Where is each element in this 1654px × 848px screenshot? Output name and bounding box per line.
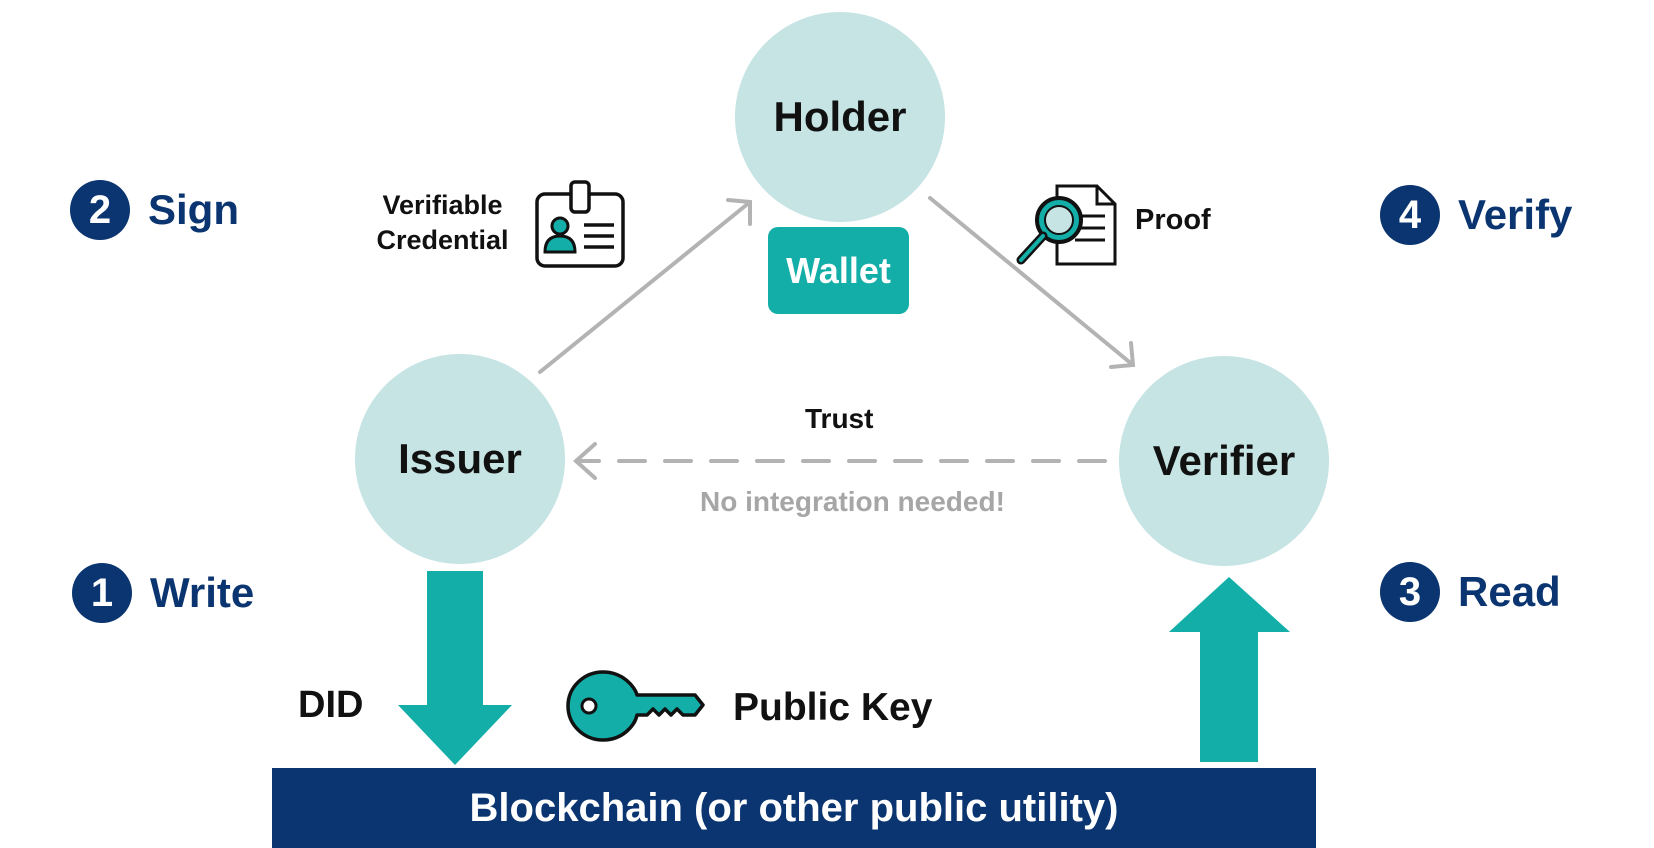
step-label: Write	[150, 569, 255, 616]
wallet-badge: Wallet	[768, 227, 909, 314]
read-up-arrow	[1169, 577, 1290, 762]
credential-line-1: Verifiable	[382, 190, 503, 220]
id-card-icon	[535, 180, 625, 268]
issuer-to-holder-arrow	[538, 198, 752, 374]
proof-label: Proof	[1135, 204, 1211, 236]
verifier-label: Verifier	[1152, 437, 1296, 484]
write-down-arrow	[398, 571, 512, 765]
did-label: DID	[298, 684, 364, 726]
step-label: Sign	[148, 186, 239, 233]
step-read: 3 Read	[1380, 562, 1561, 622]
verifier-node: Verifier	[1119, 356, 1329, 566]
step-label: Read	[1458, 568, 1561, 615]
wallet-label: Wallet	[786, 249, 891, 291]
holder-node: Holder	[735, 12, 945, 222]
holder-to-verifier-arrow	[928, 196, 1136, 369]
public-key-label: Public Key	[733, 686, 933, 729]
step-number-badge: 3	[1380, 562, 1440, 622]
blockchain-label: Blockchain (or other public utility)	[469, 785, 1119, 830]
no-integration-label: No integration needed!	[700, 486, 1005, 517]
step-number-badge: 2	[70, 180, 130, 240]
step-write: 1 Write	[72, 563, 254, 623]
blockchain-bar: Blockchain (or other public utility)	[272, 768, 1316, 848]
step-number-badge: 1	[72, 563, 132, 623]
magnifier-document-icon	[1016, 184, 1117, 266]
verifiable-credential-label: Verifiable Credential	[370, 188, 515, 258]
credential-line-2: Credential	[376, 225, 509, 255]
trust-label: Trust	[805, 403, 874, 434]
issuer-node: Issuer	[355, 354, 565, 564]
step-verify: 4 Verify	[1380, 185, 1572, 245]
step-sign: 2 Sign	[70, 180, 239, 240]
issuer-label: Issuer	[398, 435, 522, 482]
step-number-badge: 4	[1380, 185, 1440, 245]
holder-label: Holder	[773, 93, 907, 140]
trust-arrow	[573, 442, 1107, 480]
key-icon	[566, 670, 705, 742]
step-label: Verify	[1458, 191, 1573, 238]
